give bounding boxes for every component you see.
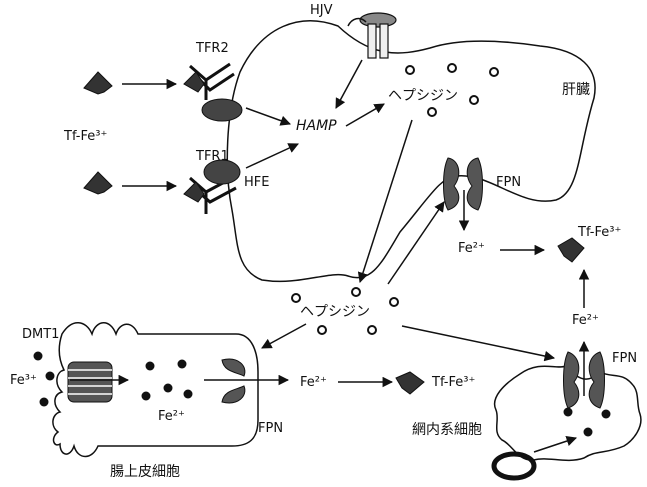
enterocyte-label: 腸上皮細胞: [110, 464, 180, 480]
liver-label: 肝臓: [562, 82, 590, 98]
hepcidin-top-label: ヘプシジン: [388, 88, 458, 104]
fe2-liver-label: Fe²⁺: [458, 241, 485, 256]
fpn-enterocyte-label: FPN: [258, 421, 283, 436]
arrow-tfr2-to-hamp: [246, 108, 290, 124]
transferrin-icon-top: [84, 72, 112, 94]
fe2-blood-label: Fe²⁺: [300, 375, 327, 390]
transferrin-on-tfr1: [184, 182, 204, 202]
arrow-hepcidin-down: [360, 120, 412, 282]
arrow-hfe-to-hamp: [246, 144, 298, 168]
arrow-hepcidin-to-liver-fpn: [388, 202, 444, 284]
tf-fe3-right-label: Tf-Fe³⁺: [577, 225, 621, 240]
tf-fe3-left-label: Tf-Fe³⁺: [63, 129, 107, 144]
arrow-erythrocyte-to-macrophage: [534, 438, 576, 452]
enterocyte-ferroportin: [222, 359, 245, 403]
arrow-hamp-to-hepcidin: [346, 104, 384, 126]
transferrin-right-icon: [558, 238, 584, 262]
hjv-receptor: [348, 13, 396, 58]
hamp-label: HAMP: [296, 118, 337, 134]
tf-fe3-blood-label: Tf-Fe³⁺: [431, 375, 475, 390]
fe3-intestine-label: Fe³⁺: [10, 373, 37, 388]
arrow-hepcidin-to-enterocyte-fpn: [262, 324, 306, 348]
hepcidin-mid-label: ヘプシジン: [300, 304, 370, 320]
fpn-macrophage-label: FPN: [612, 351, 637, 366]
fe2-macrophage-label: Fe²⁺: [572, 313, 599, 328]
liver-ferroportin: [444, 158, 483, 210]
erythrocyte-icon: [494, 454, 534, 478]
fe2-enterocyte-label: Fe²⁺: [158, 409, 185, 424]
hjv-label: HJV: [310, 3, 333, 18]
fpn-liver-label: FPN: [496, 175, 521, 190]
hfe-label: HFE: [244, 175, 269, 190]
macrophage-label: 網内系細胞: [412, 422, 482, 438]
tfr1-label: TFR1: [195, 149, 229, 164]
transferrin-blood-icon: [396, 372, 424, 394]
iron-dots-macrophage: [564, 408, 611, 437]
tfr2-label: TFR2: [195, 41, 229, 56]
arrow-hepcidin-to-macrophage: [402, 326, 554, 358]
dmt1-transporter: [68, 362, 112, 402]
iron-dots-enterocyte: [142, 360, 193, 401]
dmt1-label: DMT1: [22, 327, 59, 342]
transferrin-icon-bottom: [84, 172, 112, 194]
arrow-hjv-to-hamp: [336, 60, 362, 108]
